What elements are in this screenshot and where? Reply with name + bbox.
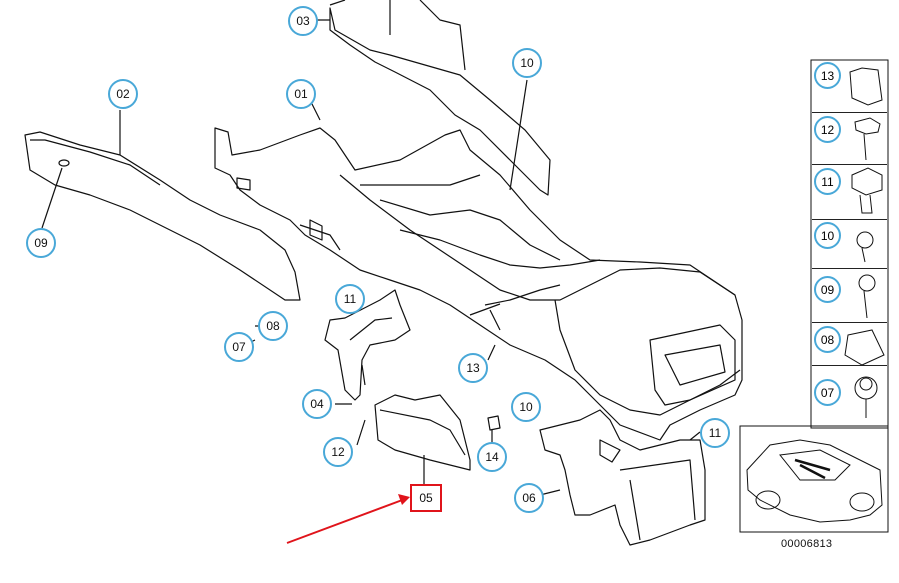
- callout-12[interactable]: 12: [323, 437, 353, 467]
- callout-13[interactable]: 13: [458, 353, 488, 383]
- part-06-bracket: [539, 409, 706, 546]
- callout-10-top[interactable]: 10: [512, 48, 542, 78]
- callout-10-lower[interactable]: 10: [511, 392, 541, 422]
- callout-01[interactable]: 01: [286, 79, 316, 109]
- legend-item-11[interactable]: 11: [814, 168, 841, 195]
- callout-03[interactable]: 03: [288, 6, 318, 36]
- legend-item-10[interactable]: 10: [814, 222, 841, 249]
- callout-09[interactable]: 09: [26, 228, 56, 258]
- part-02-trim: [24, 131, 301, 301]
- legend-item-13[interactable]: 13: [814, 62, 841, 89]
- callout-04[interactable]: 04: [302, 389, 332, 419]
- callout-11-bracket[interactable]: 11: [335, 284, 365, 314]
- legend-row-divider: [812, 164, 887, 220]
- legend-row-divider: [812, 112, 887, 165]
- callout-11-right[interactable]: 11: [700, 418, 730, 448]
- legend-row-divider: [812, 322, 887, 366]
- part-01-console: [214, 127, 743, 441]
- legend-item-12[interactable]: 12: [814, 116, 841, 143]
- legend-row-divider: [812, 219, 887, 269]
- selection-arrow: [286, 498, 406, 544]
- diagram-id-label: 00006813: [781, 538, 833, 550]
- fastener-icons: [844, 67, 885, 418]
- callout-02[interactable]: 02: [108, 79, 138, 109]
- part-14-clip: [487, 415, 501, 431]
- legend-row-divider: [812, 60, 887, 113]
- callout-08[interactable]: 08: [258, 311, 288, 341]
- part-05-bracket: [374, 394, 471, 471]
- inset-frame: [739, 425, 889, 533]
- callout-14[interactable]: 14: [477, 442, 507, 472]
- car-silhouette: [746, 439, 883, 523]
- legend-row-divider: [812, 268, 887, 323]
- legend-item-09[interactable]: 09: [814, 276, 841, 303]
- legend-frame: [810, 59, 889, 429]
- callout-06[interactable]: 06: [514, 483, 544, 513]
- legend-item-07[interactable]: 07: [814, 379, 841, 406]
- callout-07[interactable]: 07: [224, 332, 254, 362]
- callout-05-selected[interactable]: 05: [410, 484, 442, 512]
- part-11-bracket: [324, 289, 411, 401]
- legend-item-08[interactable]: 08: [814, 326, 841, 353]
- part-03-panel: [329, 0, 551, 196]
